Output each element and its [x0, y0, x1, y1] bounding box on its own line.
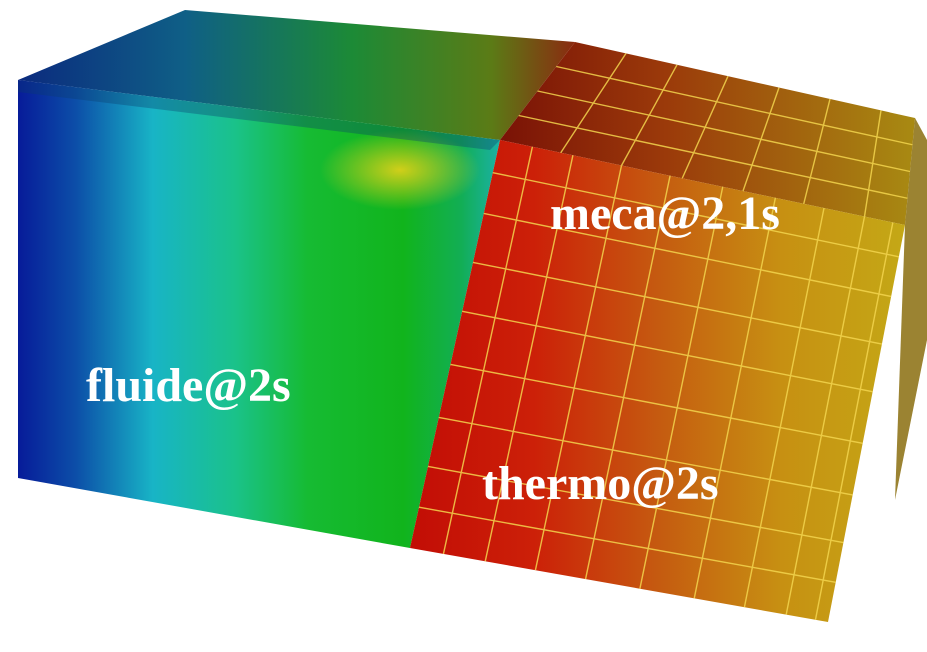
mesh-line: [418, 506, 836, 583]
mesh-line: [584, 175, 671, 580]
mesh-line: [492, 171, 899, 258]
mesh-line: [518, 114, 908, 199]
mesh-line: [814, 222, 894, 620]
fluid-domain: [18, 10, 575, 548]
mesh-line: [442, 146, 534, 555]
meca-label: meca@2,1s: [550, 187, 780, 240]
mesh-line: [693, 197, 777, 599]
mesh-line: [438, 416, 853, 496]
mesh-line: [743, 207, 825, 608]
thermo-label: thermo@2s: [482, 457, 719, 510]
mesh-line: [483, 212, 892, 298]
mesh-line: [472, 261, 883, 345]
mesh-line: [427, 465, 844, 544]
solid-mesh-grid: [418, 53, 913, 620]
mesh-line: [484, 155, 574, 562]
mesh-line: [537, 90, 911, 173]
mesh-line: [534, 165, 623, 571]
mesh-line: [462, 310, 873, 393]
mesh-line: [450, 363, 863, 445]
mesh-line: [556, 65, 913, 146]
fluid-label: fluide@2s: [86, 359, 291, 412]
mesh-line: [639, 186, 724, 589]
mesh-line: [785, 216, 866, 615]
